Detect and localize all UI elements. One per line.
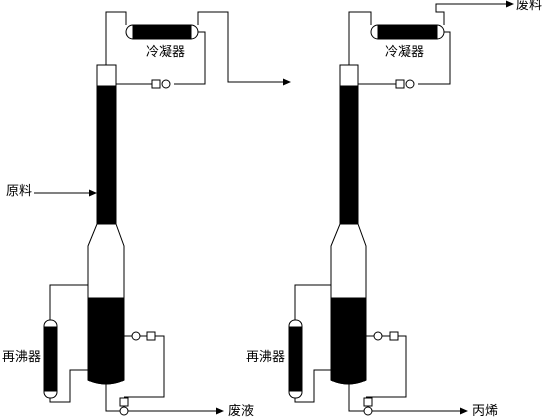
propylene-outlet: 丙烯 bbox=[348, 384, 498, 419]
column-2-reflux-valve bbox=[395, 79, 415, 89]
column-2-side-draw bbox=[366, 331, 407, 398]
feed-line: 原料 bbox=[6, 184, 97, 199]
condenser-2: 冷凝器 bbox=[370, 24, 445, 60]
reboiler-1-label: 再沸器 bbox=[2, 350, 41, 365]
waste-liquid-label: 废液 bbox=[228, 403, 254, 419]
column-2-shell bbox=[330, 64, 367, 385]
waste-liquid-outlet: 废液 bbox=[105, 384, 254, 419]
feed-label: 原料 bbox=[6, 184, 32, 199]
condenser-1: 冷凝器 bbox=[125, 24, 199, 60]
condenser-1-label: 冷凝器 bbox=[146, 44, 185, 60]
condenser-2-label: 冷凝器 bbox=[385, 44, 424, 60]
column-1-shell bbox=[87, 64, 125, 385]
reboiler-1: 再沸器 bbox=[2, 284, 88, 403]
propylene-label: 丙烯 bbox=[472, 404, 498, 419]
column-2: 冷凝器 废料 再沸器 bbox=[246, 0, 542, 419]
column-1-reflux-valve bbox=[151, 79, 171, 89]
column-1: 冷凝器 原料 再沸器 bbox=[2, 11, 291, 419]
column-1-side-draw bbox=[124, 331, 165, 398]
reboiler-2-label: 再沸器 bbox=[246, 350, 285, 365]
column-1-overhead-piping bbox=[105, 11, 291, 86]
column-2-overhead-piping: 废料 bbox=[348, 0, 542, 85]
waste-material-label: 废料 bbox=[516, 0, 542, 13]
reboiler-2: 再沸器 bbox=[246, 284, 331, 403]
